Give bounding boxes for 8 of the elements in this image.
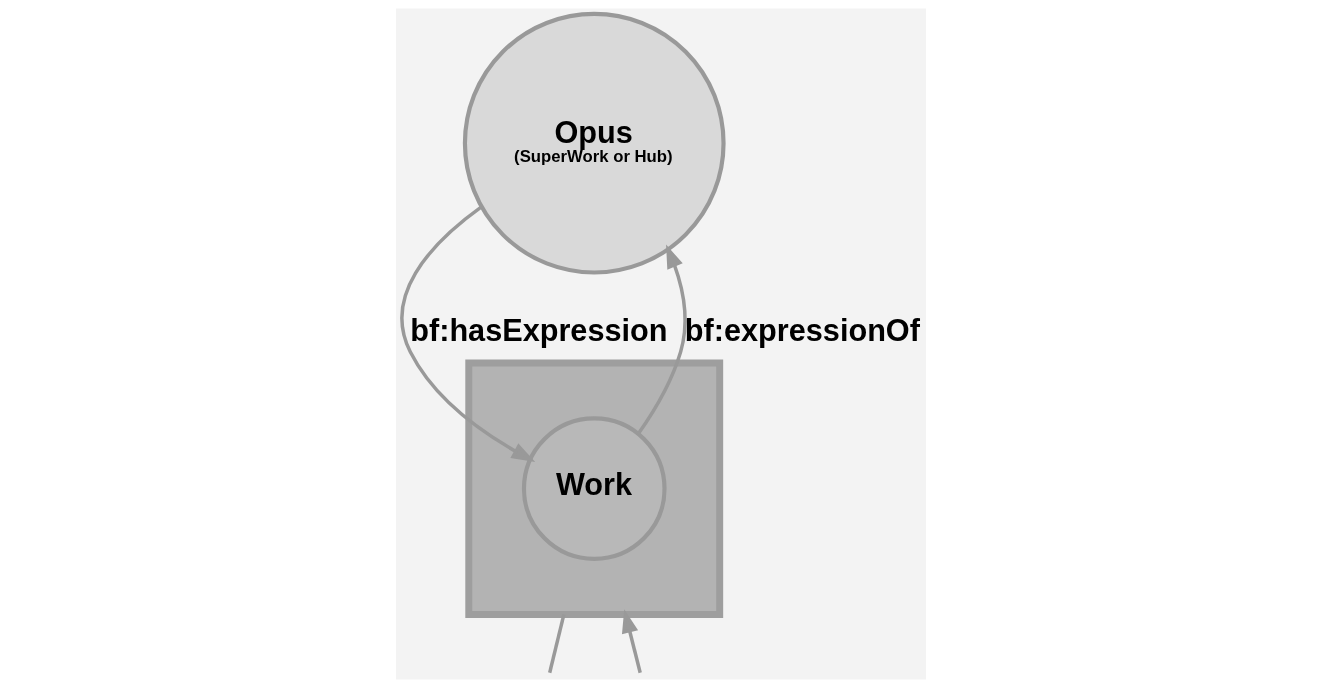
edge-label: bf:expressionOf xyxy=(684,313,920,348)
node-circle: Opus (SuperWork or Hub) xyxy=(462,11,726,275)
arrow xyxy=(636,244,687,436)
arrow xyxy=(400,205,536,463)
node-circle: Work xyxy=(521,416,667,561)
cluster xyxy=(465,359,724,618)
edge-label: bf:hasExpression xyxy=(410,313,668,348)
arrow xyxy=(621,609,642,674)
